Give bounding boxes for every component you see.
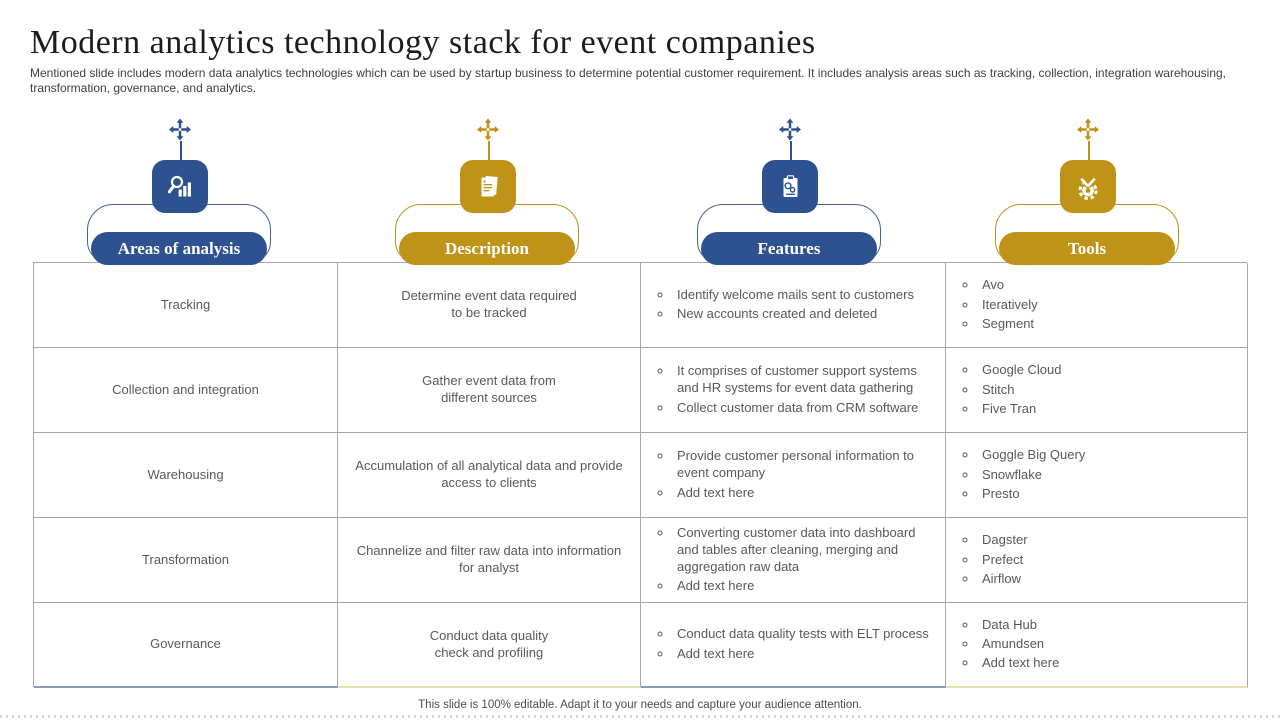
tools-cell: Google Cloud Stitch Five Tran — [946, 348, 1248, 433]
area-cell: Collection and integration — [34, 348, 338, 433]
connector-line — [1088, 141, 1090, 160]
column-header-areas-of-analysis: Areas of analysis — [87, 118, 273, 268]
page-title: Modern analytics technology stack for ev… — [30, 24, 816, 61]
header-pill-description: Description — [399, 232, 575, 265]
gear-tools-icon — [1060, 160, 1116, 213]
move-arrows-icon — [778, 118, 802, 141]
connector-line — [180, 141, 182, 160]
features-cell: It comprises of customer support systems… — [641, 348, 946, 433]
list-item: Prefect — [978, 552, 1028, 569]
features-cell: Converting customer data into dashboard … — [641, 518, 946, 603]
description-line: Channelize and filter raw data into info… — [356, 543, 622, 559]
description-cell: Conduct data quality check and profiling — [338, 603, 641, 688]
list-item: It comprises of customer support systems… — [673, 363, 939, 397]
column-header-features: Features — [697, 118, 883, 268]
description-line: different sources — [441, 390, 537, 405]
list-item: Stitch — [978, 382, 1062, 399]
list-item: Snowflake — [978, 467, 1085, 484]
description-cell: Accumulation of all analytical data and … — [338, 433, 641, 518]
document-icon — [460, 160, 516, 213]
features-cell: Identify welcome mails sent to customers… — [641, 263, 946, 348]
list-item: Google Cloud — [978, 362, 1062, 379]
list-item: Data Hub — [978, 617, 1059, 634]
list-item: Airflow — [978, 571, 1028, 588]
list-item: Iteratively — [978, 297, 1038, 314]
description-line: Conduct data quality — [429, 627, 549, 643]
description-line: Gather event data from — [422, 373, 556, 389]
features-cell: Conduct data quality tests with ELT proc… — [641, 603, 946, 688]
description-line: for analyst — [459, 560, 519, 575]
description-cell: Channelize and filter raw data into info… — [338, 518, 641, 603]
description-line: Determine event data required — [401, 288, 577, 304]
list-item: Avo — [978, 277, 1038, 294]
list-item: Amundsen — [978, 636, 1059, 653]
list-item: Five Tran — [978, 401, 1062, 418]
bottom-dotted-divider — [0, 715, 1280, 718]
tools-cell: Goggle Big Query Snowflake Presto — [946, 433, 1248, 518]
move-arrows-icon — [476, 118, 500, 141]
analytics-stack-table: Tracking Determine event data required t… — [33, 262, 1248, 688]
clipboard-gears-icon — [762, 160, 818, 213]
list-item: New accounts created and deleted — [673, 306, 914, 323]
list-item: Converting customer data into dashboard … — [673, 525, 939, 576]
tools-cell: Avo Iteratively Segment — [946, 263, 1248, 348]
list-item: Identify welcome mails sent to customers — [673, 287, 914, 304]
header-pill-areas-of-analysis: Areas of analysis — [91, 232, 267, 265]
list-item: Collect customer data from CRM software — [673, 400, 939, 417]
connector-line — [488, 141, 490, 160]
tools-cell: Data Hub Amundsen Add text here — [946, 603, 1248, 688]
description-line: access to clients — [441, 475, 537, 490]
area-cell: Transformation — [34, 518, 338, 603]
magnifier-chart-icon — [152, 160, 208, 213]
description-line: Accumulation of all analytical data and … — [355, 458, 623, 474]
area-cell: Governance — [34, 603, 338, 688]
list-item: Presto — [978, 486, 1085, 503]
list-item: Add text here — [673, 646, 929, 663]
list-item: Add text here — [673, 485, 939, 502]
list-item: Add text here — [673, 578, 939, 595]
list-item: Provide customer personal information to… — [673, 448, 939, 482]
list-item: Goggle Big Query — [978, 447, 1085, 464]
slide-subtitle: Mentioned slide includes modern data ana… — [30, 66, 1226, 96]
list-item: Segment — [978, 316, 1038, 333]
description-line: to be tracked — [451, 305, 527, 320]
list-item: Add text here — [978, 655, 1059, 672]
header-pill-features: Features — [701, 232, 877, 265]
header-pill-tools: Tools — [999, 232, 1175, 265]
column-header-tools: Tools — [995, 118, 1181, 268]
list-item: Dagster — [978, 532, 1028, 549]
description-cell: Gather event data from different sources — [338, 348, 641, 433]
column-header-description: Description — [395, 118, 581, 268]
connector-line — [790, 141, 792, 160]
description-line: check and profiling — [434, 644, 544, 660]
features-cell: Provide customer personal information to… — [641, 433, 946, 518]
list-item: Conduct data quality tests with ELT proc… — [673, 626, 929, 643]
area-cell: Warehousing — [34, 433, 338, 518]
move-arrows-icon — [168, 118, 192, 141]
footer-note: This slide is 100% editable. Adapt it to… — [418, 699, 862, 711]
description-cell: Determine event data required to be trac… — [338, 263, 641, 348]
tools-cell: Dagster Prefect Airflow — [946, 518, 1248, 603]
area-cell: Tracking — [34, 263, 338, 348]
move-arrows-icon — [1076, 118, 1100, 141]
